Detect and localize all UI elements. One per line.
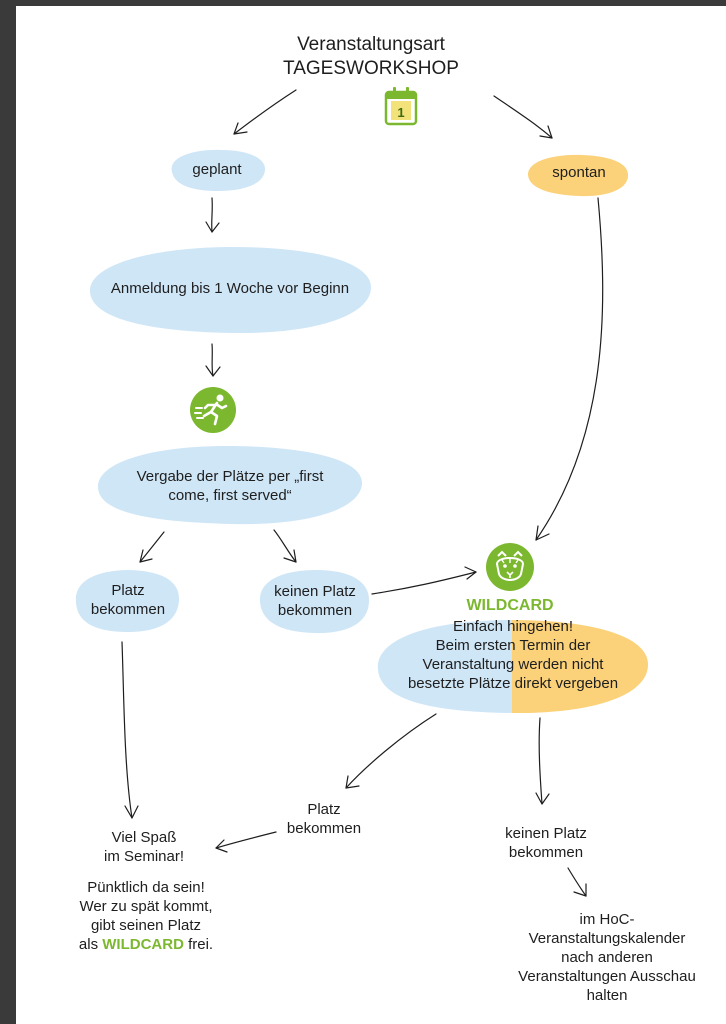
running-person-icon [189, 386, 237, 434]
platz-left-blob [75, 570, 180, 632]
arrow-title-to-spontan [493, 95, 553, 139]
node-keinen-platz-right: keinen Platz bekommen [486, 824, 606, 862]
arrow-wildcard-to-platz-mid [345, 713, 437, 789]
hoc-line-3: nach anderen [561, 949, 653, 966]
arrow-vergabe-to-platz-left [139, 531, 165, 563]
wildcard-blob [377, 620, 649, 714]
arrow-anmeldung-to-runner [211, 343, 214, 377]
node-wildcard-text: Einfach hingehen! Beim ersten Termin der… [372, 617, 654, 693]
node-anmeldung: Anmeldung bis 1 Woche vor Beginn [110, 280, 350, 297]
keinen-right-line-1: keinen Platz [505, 825, 587, 842]
spontan-blob [528, 154, 629, 197]
puenktlich-line-4: als WILDCARD frei. [58, 935, 234, 954]
calendar-number: 1 [397, 105, 404, 120]
anmeldung-blob [89, 247, 372, 334]
wildcard-line-2: Beim ersten Termin der [435, 637, 591, 654]
node-geplant: geplant [192, 161, 242, 178]
platz-left-line-1: Platz [111, 582, 145, 599]
hoc-line-5: halten [586, 987, 628, 1004]
arrow-vergabe-to-keinen-left [273, 529, 297, 563]
node-platz-bekommen-left: Platz bekommen [72, 581, 184, 619]
title-line-1: Veranstaltungsart [297, 34, 445, 55]
tiger-head-icon [485, 542, 535, 592]
arrow-title-to-geplant [233, 89, 297, 135]
calendar-icon: 1 [384, 86, 418, 126]
arrow-platz-mid-to-spass [215, 831, 277, 849]
hoc-line-4: Veranstaltungen Ausschau [518, 968, 696, 985]
arrow-keinen-right-to-hoc [567, 867, 587, 897]
diagram-title: Veranstaltungsart TAGESWORKSHOP [246, 33, 496, 81]
wildcard-line-4: besetzte Plätze direkt vergeben [407, 675, 619, 692]
node-keinen-platz-left: keinen Platz bekommen [256, 582, 374, 620]
keinen-left-line-1: keinen Platz [274, 583, 356, 600]
arrow-geplant-to-anmeldung [211, 197, 213, 233]
geplant-blob [171, 149, 266, 191]
arrow-wildcard-to-keinen-right [538, 717, 543, 805]
wildcard-line-1: Einfach hingehen! [452, 618, 574, 635]
viel-spass-line-1: Viel Spaß [111, 829, 177, 846]
puenktlich-wildcard: WILDCARD [102, 936, 184, 953]
viel-spass-line-2: im Seminar! [103, 848, 185, 865]
title-line-2: TAGESWORKSHOP [283, 58, 459, 79]
platz-mid-line-1: Platz [307, 801, 341, 818]
node-platz-bekommen-mid: Platz bekommen [274, 800, 374, 838]
platz-mid-line-2: bekommen [286, 820, 362, 837]
puenktlich-line-3: gibt seinen Platz [90, 917, 202, 934]
hoc-line-1: im HoC- [579, 911, 635, 928]
keinen-left-blob [259, 570, 370, 634]
wildcard-line-3: Veranstaltung werden nicht [422, 656, 604, 673]
arrow-keinen-to-wildcard [371, 571, 477, 595]
flowchart-canvas: Veranstaltungsart TAGESWORKSHOP 1 geplan… [16, 6, 726, 1024]
note-puenktlich: Pünktlich da sein! Wer zu spät kommt, gi… [58, 878, 234, 954]
puenktlich-als: als [78, 936, 99, 953]
arrow-platz-left-to-spass [121, 641, 133, 819]
vergabe-blob [97, 445, 363, 525]
platz-left-line-2: bekommen [90, 601, 166, 618]
keinen-left-line-2: bekommen [277, 602, 353, 619]
vergabe-line-2: come, first served“ [168, 487, 292, 504]
node-viel-spass: Viel Spaß im Seminar! [76, 828, 212, 866]
puenktlich-frei: frei. [188, 936, 214, 953]
keinen-right-line-2: bekommen [508, 844, 584, 861]
node-hoc-kalender: im HoC- Veranstaltungskalender nach ande… [512, 910, 702, 1005]
wildcard-title: WILDCARD [466, 597, 554, 614]
node-spontan: spontan [552, 164, 606, 181]
arrow-spontan-to-wildcard [535, 197, 604, 541]
puenktlich-line-1: Pünktlich da sein! [87, 879, 205, 896]
hoc-line-2: Veranstaltungskalender [528, 930, 686, 947]
node-vergabe: Vergabe der Plätze per „first come, firs… [94, 467, 366, 505]
flow-arrows [121, 89, 604, 897]
puenktlich-line-2: Wer zu spät kommt, [79, 898, 213, 915]
vergabe-line-1: Vergabe der Plätze per „first [136, 468, 324, 485]
